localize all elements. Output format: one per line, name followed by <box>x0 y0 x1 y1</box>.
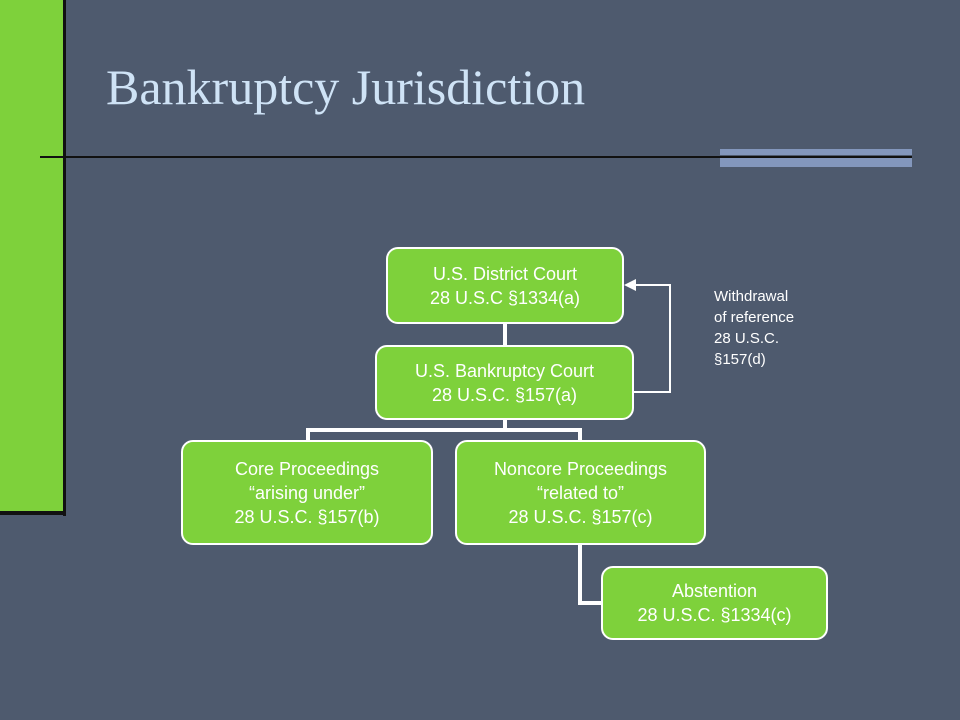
withdrawal-arrowhead <box>624 279 636 291</box>
side-bar-shadow-bottom <box>0 511 66 515</box>
core-proceedings-citation: 28 U.S.C. §157(b) <box>234 506 380 527</box>
core-proceedings-subtitle: “arising under” <box>248 482 366 503</box>
title-rule-accent <box>720 149 912 167</box>
noncore-proceedings-citation: 28 U.S.C. §157(c) <box>508 506 653 527</box>
core-proceedings-label: Core Proceedings <box>234 458 380 479</box>
abstention-label: Abstention <box>671 581 758 601</box>
bankruptcy-court-label: U.S. Bankruptcy Court <box>414 360 595 381</box>
withdrawal-note-line-3: 28 U.S.C. <box>714 330 780 347</box>
withdrawal-arrow-line <box>634 284 671 393</box>
withdrawal-of-reference-note: Withdrawal of reference 28 U.S.C. §157(d… <box>714 286 794 370</box>
bankruptcy-court-citation: 28 U.S.C. §157(a) <box>431 384 578 405</box>
district-court-label: U.S. District Court <box>432 263 578 284</box>
abstention-citation: 28 U.S.C. §1334(c) <box>637 605 792 625</box>
title-rule <box>40 156 912 158</box>
slide-title: Bankruptcy Jurisdiction <box>106 59 586 115</box>
side-bar-shadow <box>63 0 66 516</box>
connector-noncore-abstention <box>578 543 602 605</box>
noncore-proceedings-label: Noncore Proceedings <box>493 458 668 479</box>
core-proceedings-box: Core Proceedings “arising under” 28 U.S.… <box>181 440 433 545</box>
withdrawal-note-line-1: Withdrawal <box>714 288 789 305</box>
abstention-box: Abstention 28 U.S.C. §1334(c) <box>601 566 828 640</box>
connector-branch <box>306 428 582 443</box>
withdrawal-note-line-4: §157(d) <box>714 351 766 368</box>
bankruptcy-court-box: U.S. Bankruptcy Court 28 U.S.C. §157(a) <box>375 345 634 420</box>
withdrawal-note-line-2: of reference <box>714 309 795 326</box>
district-court-box: U.S. District Court 28 U.S.C §1334(a) <box>386 247 624 324</box>
noncore-proceedings-box: Noncore Proceedings “related to” 28 U.S.… <box>455 440 706 545</box>
noncore-proceedings-subtitle: “related to” <box>536 482 625 503</box>
green-side-bar <box>0 0 63 513</box>
district-court-citation: 28 U.S.C §1334(a) <box>429 287 581 308</box>
